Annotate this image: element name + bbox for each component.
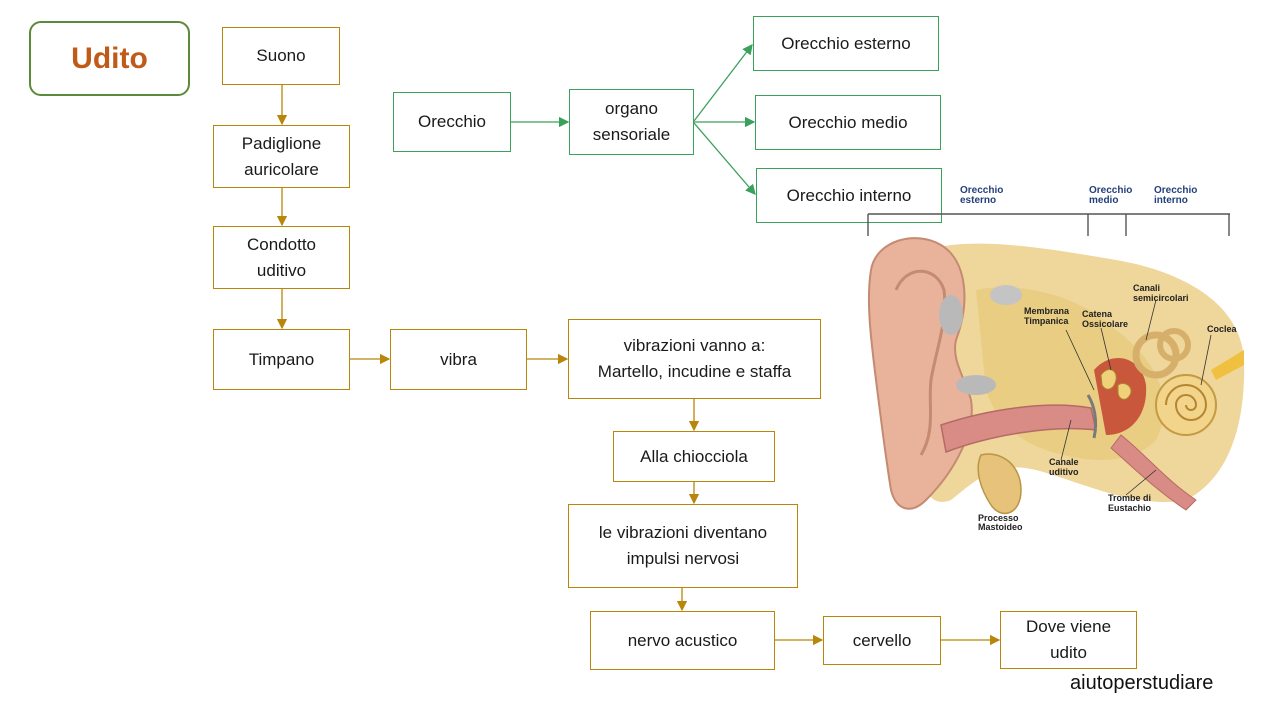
box-orecchio: Orecchio: [393, 92, 511, 152]
svg-text:interno: interno: [1154, 195, 1188, 206]
box-chiocciola: Alla chiocciola: [613, 431, 775, 482]
svg-text:Eustachio: Eustachio: [1108, 503, 1152, 513]
box-orecchio-medio: Orecchio medio: [755, 95, 941, 150]
box-suono: Suono: [222, 27, 340, 85]
box-nervo-acustico: nervo acustico: [590, 611, 775, 670]
svg-text:Canali: Canali: [1133, 283, 1160, 293]
box-vibra: vibra: [390, 329, 527, 390]
svg-text:Processo: Processo: [978, 513, 1019, 523]
arrow-organo-interno: [693, 122, 756, 195]
svg-text:Mastoideo: Mastoideo: [978, 522, 1023, 530]
svg-text:Ossicolare: Ossicolare: [1082, 319, 1128, 329]
svg-text:Coclea: Coclea: [1207, 324, 1238, 334]
box-timpano: Timpano: [213, 329, 350, 390]
ear-anatomy-illustration: Orecchio esterno Orecchio medio Orecchio…: [867, 185, 1245, 530]
svg-text:medio: medio: [1089, 195, 1118, 206]
svg-text:Catena: Catena: [1082, 309, 1113, 319]
svg-text:Trombe di: Trombe di: [1108, 493, 1151, 503]
svg-text:Orecchio: Orecchio: [1089, 185, 1132, 196]
box-orecchio-esterno: Orecchio esterno: [753, 16, 939, 71]
arrow-organo-esterno: [693, 43, 753, 122]
footer-credit: aiutoperstudiare: [1070, 672, 1214, 694]
svg-text:Orecchio: Orecchio: [960, 185, 1003, 196]
svg-text:uditivo: uditivo: [1049, 467, 1079, 477]
page-title: Udito: [29, 21, 190, 96]
svg-text:esterno: esterno: [960, 195, 996, 206]
svg-text:Canale: Canale: [1049, 457, 1079, 467]
box-vibrazioni: vibrazioni vanno a:Martello, incudine e …: [568, 319, 821, 399]
box-cervello: cervello: [823, 616, 941, 665]
svg-text:Membrana: Membrana: [1024, 306, 1070, 316]
svg-text:semicircolari: semicircolari: [1133, 293, 1189, 303]
svg-text:Orecchio: Orecchio: [1154, 185, 1197, 196]
svg-text:Timpanica: Timpanica: [1024, 316, 1069, 326]
